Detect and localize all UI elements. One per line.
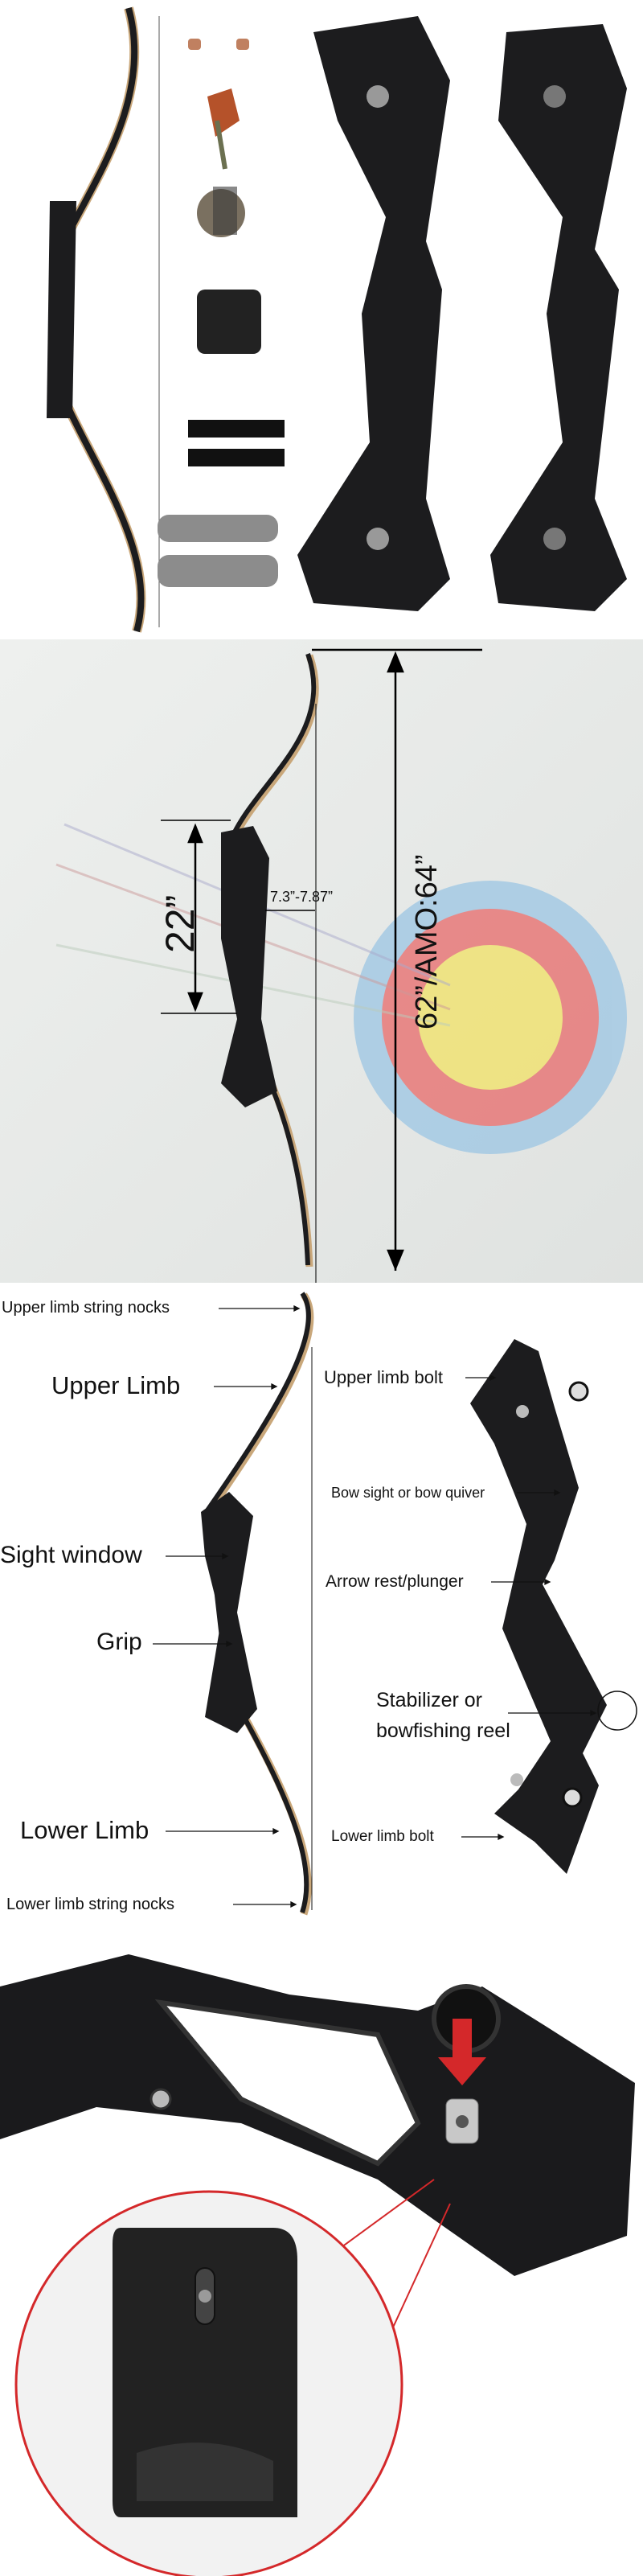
label-lower-limb: Lower Limb	[20, 1816, 149, 1844]
kit-contents-panel	[0, 0, 643, 639]
label-lower-bolt: Lower limb bolt	[331, 1828, 434, 1845]
label-bow-sight: Bow sight or bow quiver	[331, 1485, 485, 1501]
label-grip: Grip	[96, 1629, 142, 1655]
label-stabilizer-1: Stabilizer or	[376, 1689, 482, 1711]
bow-length-label: 62”/AMO:64”	[410, 854, 444, 1029]
riser-length-label: 22”	[158, 894, 203, 953]
parts-illustration	[153, 1292, 637, 1916]
bow-side-view	[201, 1292, 314, 1916]
dimension-lines	[161, 648, 482, 1272]
riser-closeup-image	[0, 1954, 635, 2276]
closeup-illustration	[0, 1954, 635, 2576]
brace-height-label: 7.3”-7.87”	[270, 889, 334, 905]
riser-images	[297, 16, 627, 611]
callout-arrows	[153, 1304, 597, 1908]
kit-illustration	[47, 6, 627, 633]
label-upper-bolt: Upper limb bolt	[324, 1367, 443, 1387]
magnified-circle	[14, 2179, 451, 2576]
riser-front-view	[470, 1339, 637, 1874]
label-upper-limb: Upper Limb	[51, 1371, 181, 1399]
recurve-bow-image	[47, 6, 160, 633]
label-upper-nocks: Upper limb string nocks	[2, 1299, 170, 1317]
dimensions-illustration	[55, 648, 627, 1283]
closeup-panel	[0, 1938, 643, 2576]
label-arrow-rest: Arrow rest/plunger	[326, 1572, 464, 1591]
label-lower-nocks: Lower limb string nocks	[6, 1896, 174, 1913]
archery-target-image	[354, 881, 627, 1154]
dimensions-panel: 22” 7.3”-7.87” 62”/AMO:64”	[0, 639, 643, 1283]
label-sight-window: Sight window	[0, 1542, 142, 1568]
bow-image	[221, 653, 319, 1283]
parts-diagram-panel: Upper limb string nocks Upper Limb Sight…	[0, 1283, 643, 1938]
accessories-image	[158, 39, 285, 587]
red-arrow-icon	[438, 2019, 486, 2085]
label-stabilizer-2: bowfishing reel	[376, 1719, 510, 1742]
